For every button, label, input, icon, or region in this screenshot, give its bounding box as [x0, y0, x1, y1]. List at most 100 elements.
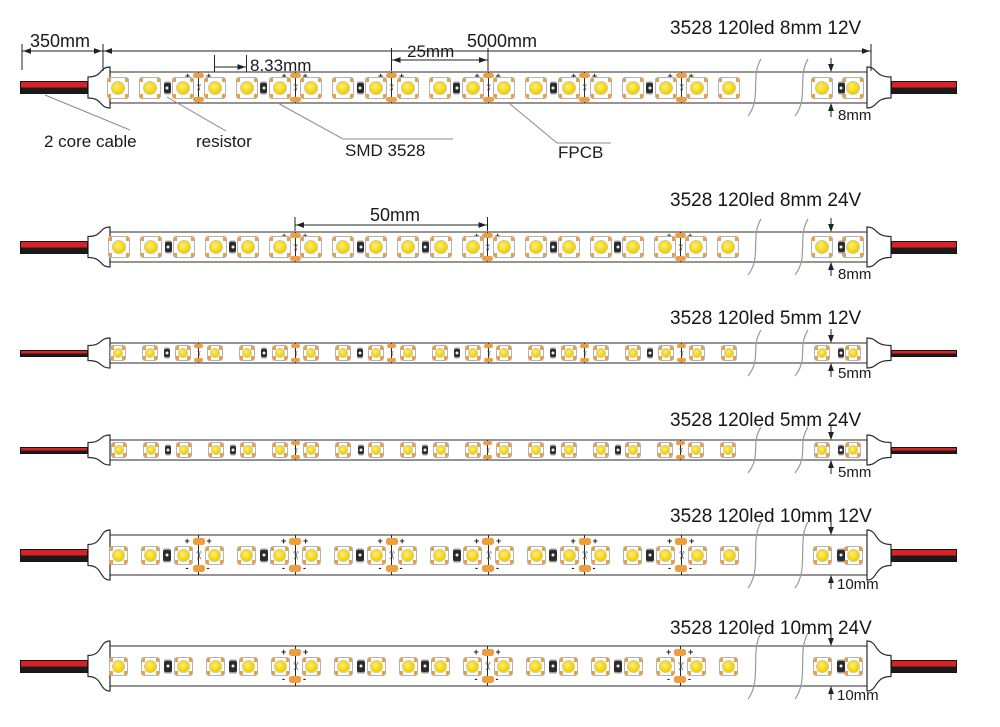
width-arrowhead	[828, 335, 834, 343]
solder-pad	[192, 538, 205, 545]
cut-line	[487, 646, 488, 686]
solder-pad	[290, 344, 300, 348]
smd-led	[624, 345, 641, 361]
solder-pad	[481, 676, 494, 683]
smd-led	[721, 345, 737, 361]
led-chip	[658, 240, 672, 254]
smd-led	[812, 656, 832, 676]
strip-title-5mm-24v: 3528 120led 5mm 24V	[670, 410, 862, 431]
smd-led	[464, 442, 481, 458]
led-chip	[402, 348, 413, 358]
cut-line	[294, 646, 296, 686]
smd-led	[814, 345, 830, 361]
power-cable-left	[20, 659, 88, 673]
scissors-icon: ✂	[580, 350, 588, 356]
smd-led	[107, 236, 130, 258]
resistor	[163, 549, 171, 561]
led-chip	[594, 548, 607, 562]
resistor	[356, 82, 364, 93]
led-chip	[178, 348, 188, 358]
smd-led	[842, 76, 864, 99]
smd-led	[557, 236, 580, 258]
led-chip	[304, 240, 318, 254]
smd-led	[206, 345, 223, 361]
minus-mark: -	[496, 563, 499, 573]
smd-led	[366, 545, 386, 565]
solder-pad	[674, 676, 686, 683]
led-chip	[241, 240, 255, 254]
led-chip	[628, 445, 638, 455]
smd-led	[300, 76, 322, 99]
plus-mark: +	[688, 647, 694, 657]
led-chip	[660, 445, 670, 455]
plus-mark: +	[667, 536, 673, 546]
led-chip	[401, 659, 415, 673]
smd-led	[175, 442, 192, 458]
minus-mark: -	[688, 674, 691, 684]
smd-led	[558, 76, 580, 99]
arrowhead	[296, 222, 304, 228]
resistor	[453, 82, 460, 93]
smd-led	[268, 76, 291, 99]
solder-pad	[482, 565, 494, 572]
led-chip	[497, 659, 510, 673]
smd-led	[492, 236, 515, 258]
plus-mark: +	[668, 72, 673, 81]
solder-pad	[675, 538, 687, 545]
cut-line	[391, 535, 392, 575]
smd-led	[301, 545, 321, 565]
solder-pad	[579, 73, 590, 78]
smd-led	[240, 442, 256, 458]
led-chip	[689, 659, 703, 673]
led-chip	[209, 659, 222, 673]
arrowhead	[237, 64, 246, 70]
plus-mark: +	[206, 536, 212, 546]
dim-cut-interval-12v: 25mm	[407, 42, 455, 61]
smd-led	[654, 76, 677, 99]
end-cap-right	[866, 434, 892, 466]
smd-led	[845, 345, 861, 361]
solder-pad	[578, 565, 591, 572]
led-chip	[658, 80, 673, 95]
plus-mark: +	[303, 536, 309, 546]
smd-led	[842, 236, 864, 258]
cut-line	[680, 535, 682, 575]
callout-resistor: resistor	[196, 132, 252, 151]
minus-mark: -	[185, 563, 189, 573]
minus-mark: -	[282, 563, 285, 573]
led-chip	[111, 240, 126, 254]
solder-pad	[192, 565, 205, 572]
break-squiggle	[747, 58, 762, 117]
smd-led	[174, 656, 193, 676]
cut-line	[487, 535, 489, 575]
led-chip	[434, 659, 447, 673]
led-chip	[207, 80, 222, 95]
plus-mark: +	[474, 536, 480, 546]
led-chip	[369, 659, 383, 673]
break-squiggle	[747, 632, 762, 700]
smd-led	[397, 236, 419, 258]
plus-mark: +	[592, 72, 597, 81]
power-cable-left	[20, 240, 88, 254]
scissors-icon: ✂	[289, 83, 300, 92]
led-chip	[689, 240, 703, 254]
solder-pad	[481, 649, 494, 656]
led-chip	[336, 548, 350, 562]
led-chip	[846, 80, 860, 95]
callout-2-core-cable: 2 core cable	[44, 132, 137, 151]
width-label-4: 5mm	[838, 464, 872, 481]
led-chip	[113, 348, 123, 358]
solder-pad	[386, 73, 397, 78]
plus-mark: +	[571, 72, 576, 81]
led-chip	[306, 445, 316, 455]
smd-led	[621, 76, 644, 99]
smd-led	[464, 345, 481, 361]
plus-mark: +	[495, 647, 501, 657]
smd-led	[237, 545, 256, 565]
led-chip	[467, 348, 478, 358]
plus-mark: +	[281, 536, 287, 546]
smd-led	[235, 76, 258, 99]
smd-led	[811, 236, 833, 258]
scissors-icon: ✂	[193, 83, 204, 92]
